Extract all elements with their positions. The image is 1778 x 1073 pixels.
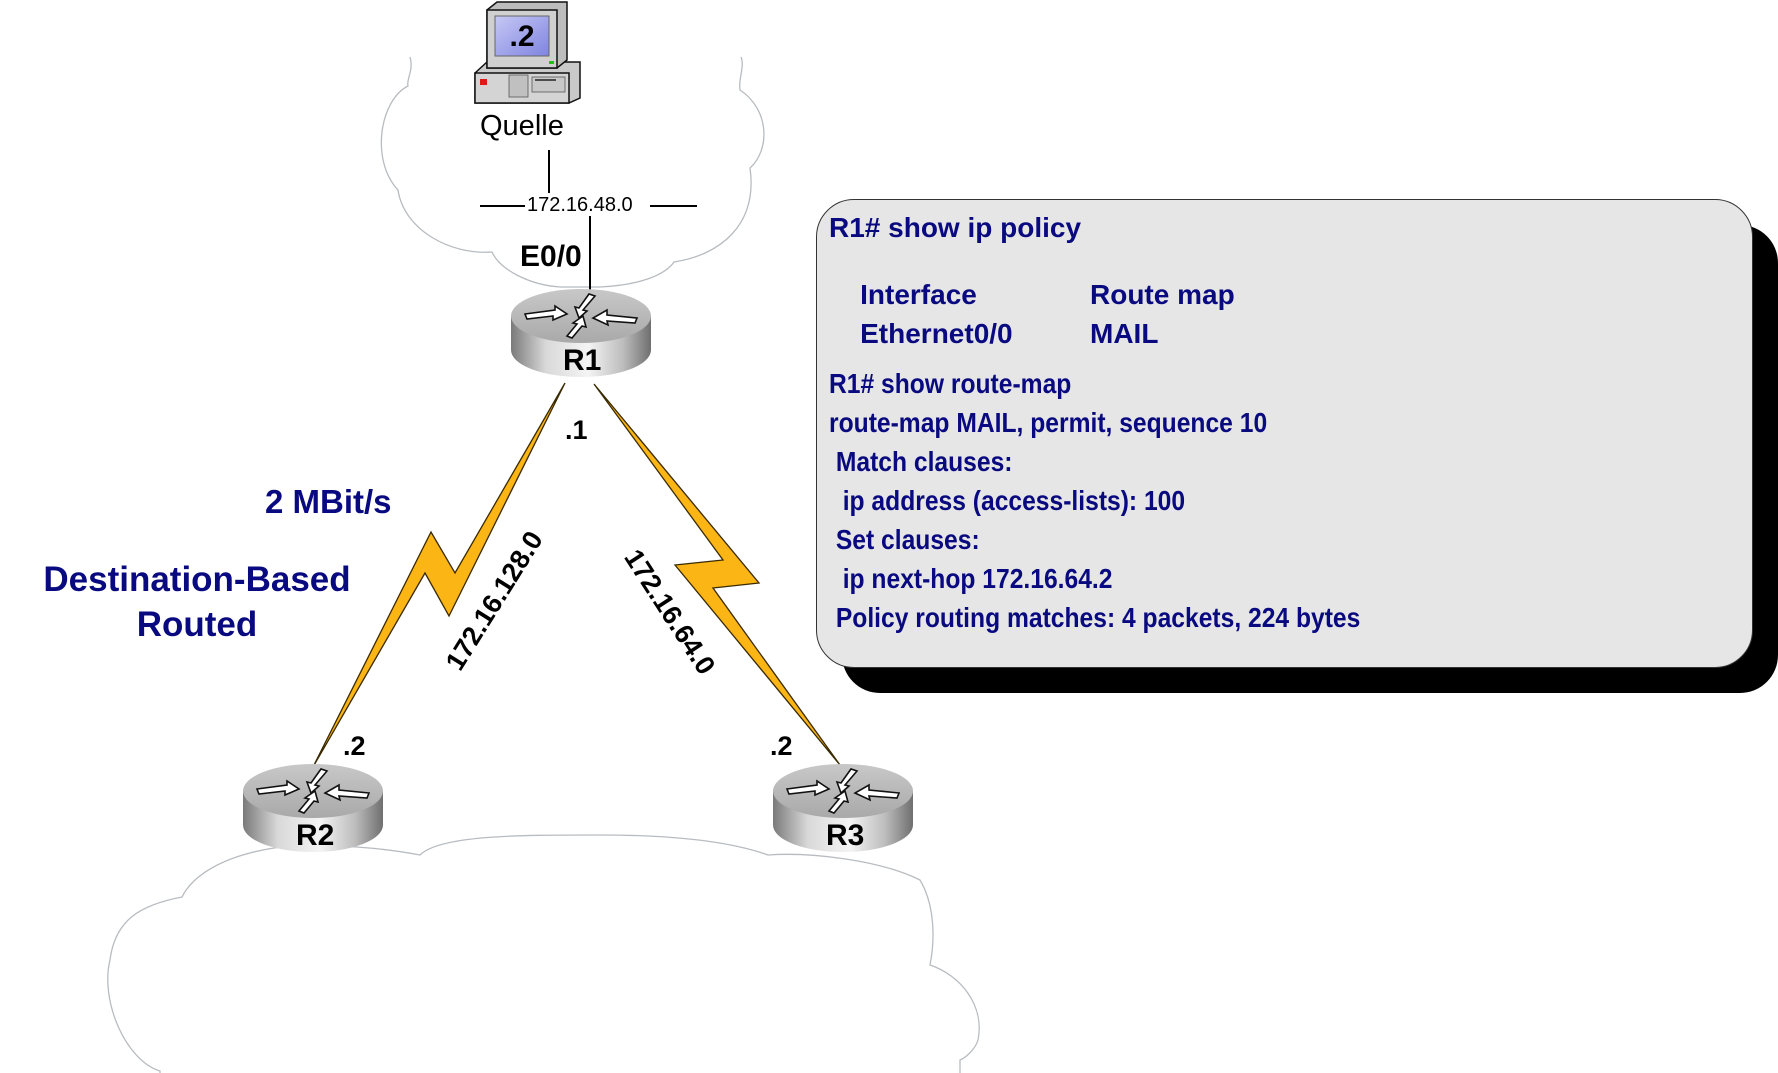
bandwidth-label: 2 MBit/s: [265, 483, 392, 520]
router-r3-label: R3: [826, 819, 865, 852]
host-address-label: .2: [509, 20, 535, 53]
cli-line-route-map-entry: route-map MAIL, permit, sequence 10: [829, 407, 1268, 438]
cli-header-route-map: Route map: [1090, 279, 1235, 310]
cli-line-match-clauses: Match clauses:: [829, 446, 1013, 477]
cli-row-route-map: MAIL: [1090, 318, 1159, 349]
ethernet-network-label: 172.16.48.0: [527, 194, 633, 216]
source-network-cloud: [380, 56, 765, 288]
cli-line-show-ip-policy: R1# show ip policy: [829, 212, 1082, 243]
interface-label: E0/0: [520, 240, 582, 273]
cli-line-set-next-hop: ip next-hop 172.16.64.2: [829, 563, 1113, 594]
router-r1-label: R1: [563, 344, 602, 377]
router-r2-label: R2: [296, 819, 335, 852]
cli-table-header: Interface Route map: [829, 253, 1235, 337]
destination-network-cloud: [107, 834, 980, 1073]
cli-header-interface: Interface: [860, 279, 977, 310]
r1-serial-address: .1: [565, 415, 588, 445]
cli-line-policy-matches: Policy routing matches: 4 packets, 224 b…: [829, 602, 1361, 633]
host-name-label: Quelle: [480, 110, 564, 142]
cli-row-interface: Ethernet0/0: [860, 318, 1013, 349]
cli-output-panel: R1# show ip policy Interface Route map Et…: [816, 199, 1753, 668]
routing-mode-label-line2: Routed: [136, 605, 258, 644]
cli-line-set-clauses: Set clauses:: [829, 524, 980, 555]
routing-mode-label-line1: Destination-Based: [43, 560, 351, 599]
r3-serial-address: .2: [770, 731, 793, 761]
cli-line-show-route-map: R1# show route-map: [829, 368, 1072, 399]
cli-line-match-acl: ip address (access-lists): 100: [829, 485, 1186, 516]
pc-icon: [474, 1, 581, 104]
r2-serial-address: .2: [343, 731, 366, 761]
cli-table-row: Ethernet0/0 MAIL: [829, 292, 1158, 376]
